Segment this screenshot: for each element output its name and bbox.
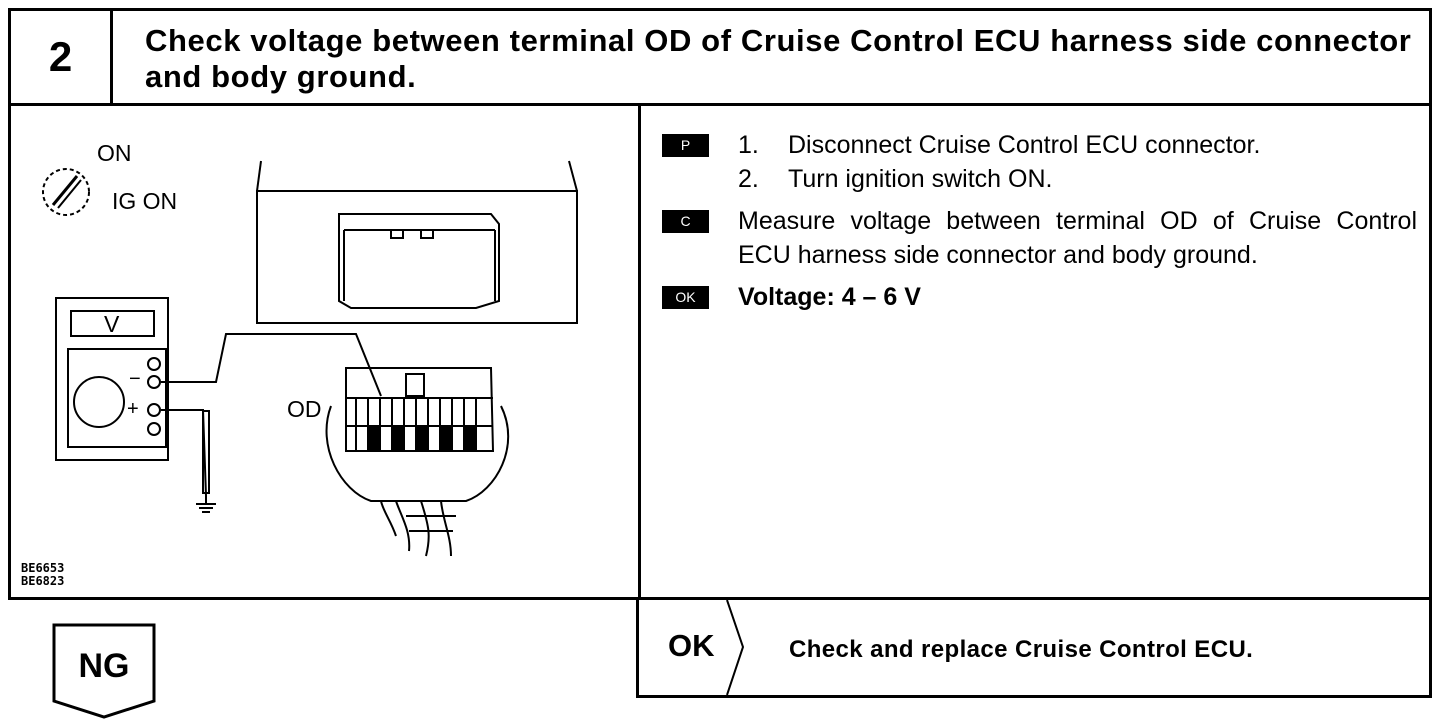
ok-chevron-icon xyxy=(726,600,745,695)
figure-code: BE6823 xyxy=(21,574,65,588)
list-item: 2. Turn ignition switch ON. xyxy=(738,165,1053,193)
illustration-drawing xyxy=(42,160,578,557)
meter-plus-label: + xyxy=(127,398,139,420)
panel-divider xyxy=(638,106,641,597)
probe-leads xyxy=(161,333,382,513)
ng-label: NG xyxy=(78,647,130,685)
ok-spec-section: OK Voltage: 4 – 6 V xyxy=(662,280,1417,314)
step-number: 2 xyxy=(11,11,113,103)
ignition-on-label: IG ON xyxy=(112,188,178,214)
meter-minus-label: − xyxy=(129,368,141,390)
ecu-unit-icon xyxy=(256,160,578,324)
procedure-panel: ON IG ON V − + OD BE6653 BE6823 P 1. Dis… xyxy=(8,103,1432,600)
step-header: 2 Check voltage between terminal OD of C… xyxy=(8,8,1432,106)
ok-label: OK xyxy=(668,628,715,663)
meter-volt-label: V xyxy=(104,311,120,337)
voltmeter-icon xyxy=(55,297,169,461)
check-section: C Measure voltage between terminal OD of… xyxy=(662,204,1417,272)
ng-arrow-icon xyxy=(52,623,156,719)
check-text: Measure voltage between terminal OD of C… xyxy=(738,207,1417,269)
prepare-badge: P xyxy=(662,134,709,157)
check-badge: C xyxy=(662,210,709,233)
ok-badge: OK xyxy=(662,286,709,309)
prepare-section: P 1. Disconnect Cruise Control ECU conne… xyxy=(662,128,1417,196)
figure-code: BE6653 xyxy=(21,561,65,575)
list-item: 1. Disconnect Cruise Control ECU connect… xyxy=(738,131,1261,159)
switch-on-label: ON xyxy=(97,140,132,166)
ok-action-text: Check and replace Cruise Control ECU. xyxy=(789,636,1254,663)
instruction-list: P 1. Disconnect Cruise Control ECU conne… xyxy=(662,128,1417,322)
wiring-illustration: ON IG ON V − + OD BE6653 BE6823 xyxy=(11,106,638,597)
od-terminal-label: OD xyxy=(287,396,322,422)
harness-connector-icon xyxy=(325,367,510,557)
ok-result-box: OK Check and replace Cruise Control ECU. xyxy=(636,597,1432,698)
ng-result-box: NG xyxy=(52,623,156,719)
voltage-spec: Voltage: 4 – 6 V xyxy=(738,283,921,311)
ignition-key-icon xyxy=(42,168,90,216)
step-title: Check voltage between terminal OD of Cru… xyxy=(145,23,1412,94)
